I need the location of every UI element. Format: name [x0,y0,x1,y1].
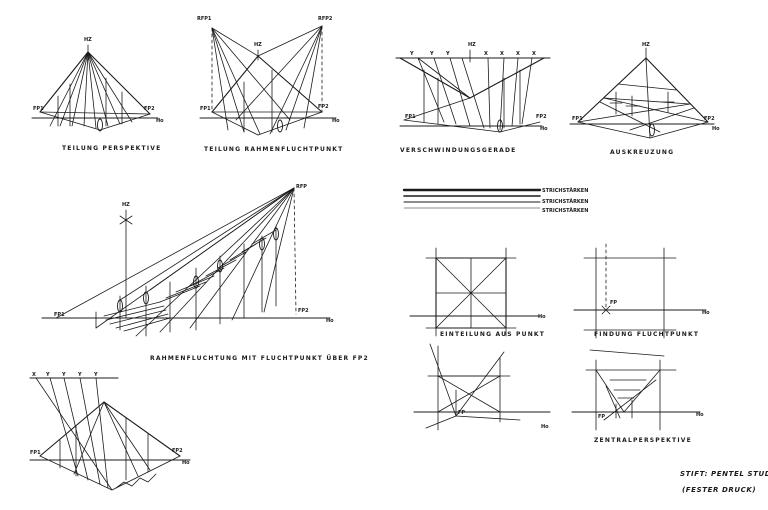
diagram-rahmenfluchtung: HZ RFP FP1 FP2 Ho RAHMENFLUCHTUNG MIT FL… [41,184,369,362]
stroke-weight-samples: STRICHSTÄRKEN STRICHSTÄRKEN STRICHSTÄRKE… [402,187,588,214]
caption-zentralperspektive: ZENTRALPERSPEKTIVE [594,437,692,444]
caption-verschwindungsgerade: VERSCHWINDUNGSGERADE [400,147,516,154]
fp-label-9: FP [610,300,617,306]
fp2-label-2: FP2 [318,104,329,110]
hz-label-5: HZ [122,202,130,208]
fp-label-10: FP [458,410,465,416]
hz-label-3: HZ [468,42,476,48]
fp1-label-2: FP1 [200,106,211,112]
stroke-label-2: STRICHSTÄRKEN [542,198,588,205]
fp1-label-5: FP1 [54,312,65,318]
ho-label-5: Ho [326,318,334,324]
caption-auskreuzung: AUSKREUZUNG [610,149,674,156]
y-mark-b3: Y [77,372,82,378]
fp2-label-6: FP2 [172,448,183,454]
ho-label-11: Ho [696,412,704,418]
ho-label-9: Ho [702,310,710,316]
ho-label-6: Ho [182,460,190,466]
diagram-teilung-perspektive: HZ FP1 FP2 Ho TEILUNG PERSPEKTIVE [31,37,164,152]
x-mark-1: X [484,51,488,57]
ho-label-3: Ho [540,126,548,132]
diagram-einteilung-perspektive: FP Ho [413,343,551,431]
fp1-label: FP1 [33,106,44,112]
signature-block: STIFT: PENTEL STUDIO (FESTER DRUCK) [680,470,768,494]
y-mark-3: Y [445,51,450,57]
fp1-label-4: FP1 [572,116,583,122]
fp2-label-4: FP2 [704,116,715,122]
fp-label-11: FP [598,414,605,420]
x-mark-4: X [532,51,536,57]
rfp2-label: RFP2 [318,16,333,22]
y-mark-b4: Y [93,372,98,378]
ho-label-4: Ho [712,126,720,132]
caption-einteilung: EINTEILUNG AUS PUNKT [440,331,545,338]
fp2-label-3: FP2 [536,114,547,120]
ho-label-10: Ho [541,424,549,430]
y-mark-1: Y [409,51,414,57]
signature-line-1: STIFT: PENTEL STUDIO [680,470,768,478]
stroke-label-3: STRICHSTÄRKEN [542,207,588,214]
rfp-label: RFP [296,184,307,190]
x-mark-2: X [500,51,504,57]
x-mark-b1: X [32,372,36,378]
diagram-einteilung: Ho EINTEILUNG AUS PUNKT [409,247,546,338]
caption-teilung-perspektive: TEILUNG PERSPEKTIVE [62,145,161,152]
ho-label-2: Ho [332,118,340,124]
fp1-label-3: FP1 [405,114,416,120]
ho-label: Ho [156,118,164,124]
diagram-verschwindung-bottom: X Y Y Y Y FP1 FP2 Ho [29,372,191,491]
diagram-verschwindungsgerade: HZ Y Y Y X X X X FP1 FP2 Ho VERSCHWINDUN… [395,42,551,154]
y-mark-b2: Y [61,372,66,378]
diagram-zentralperspektive: FP Ho ZENTRALPERSPEKTIVE [571,349,704,444]
caption-findung-fluchtpunkt: FINDUNG FLUCHTPUNKT [594,331,699,338]
fp1-label-6: FP1 [30,450,41,456]
fp2-label: FP2 [144,106,155,112]
caption-teilung-rahmenfluchtpunkt: TEILUNG RAHMENFLUCHTPUNKT [204,146,343,153]
y-mark-2: Y [429,51,434,57]
signature-line-2: (FESTER DRUCK) [682,486,756,494]
x-mark-3: X [516,51,520,57]
rfp1-label: RFP1 [197,16,212,22]
y-mark-b1: Y [45,372,50,378]
fp2-label-5: FP2 [298,308,309,314]
diagram-teilung-rahmenfluchtpunkt: RFP1 RFP2 HZ FP1 FP2 Ho TEILUNG RAHMENFL… [197,16,343,153]
diagram-findung-fluchtpunkt: FP Ho FINDUNG FLUCHTPUNKT [573,243,710,339]
stroke-label-1: STRICHSTÄRKEN [542,187,588,194]
caption-rahmenfluchtung: RAHMENFLUCHTUNG MIT FLUCHTPUNKT ÜBER FP2 [150,355,369,362]
hz-label-4: HZ [642,42,650,48]
ho-label-8: Ho [538,314,546,320]
diagram-auskreuzung: HZ FP1 FP2 Ho AUSKREUZUNG [569,42,720,156]
hz-label: HZ [84,37,92,43]
hz-label-2: HZ [254,42,262,48]
